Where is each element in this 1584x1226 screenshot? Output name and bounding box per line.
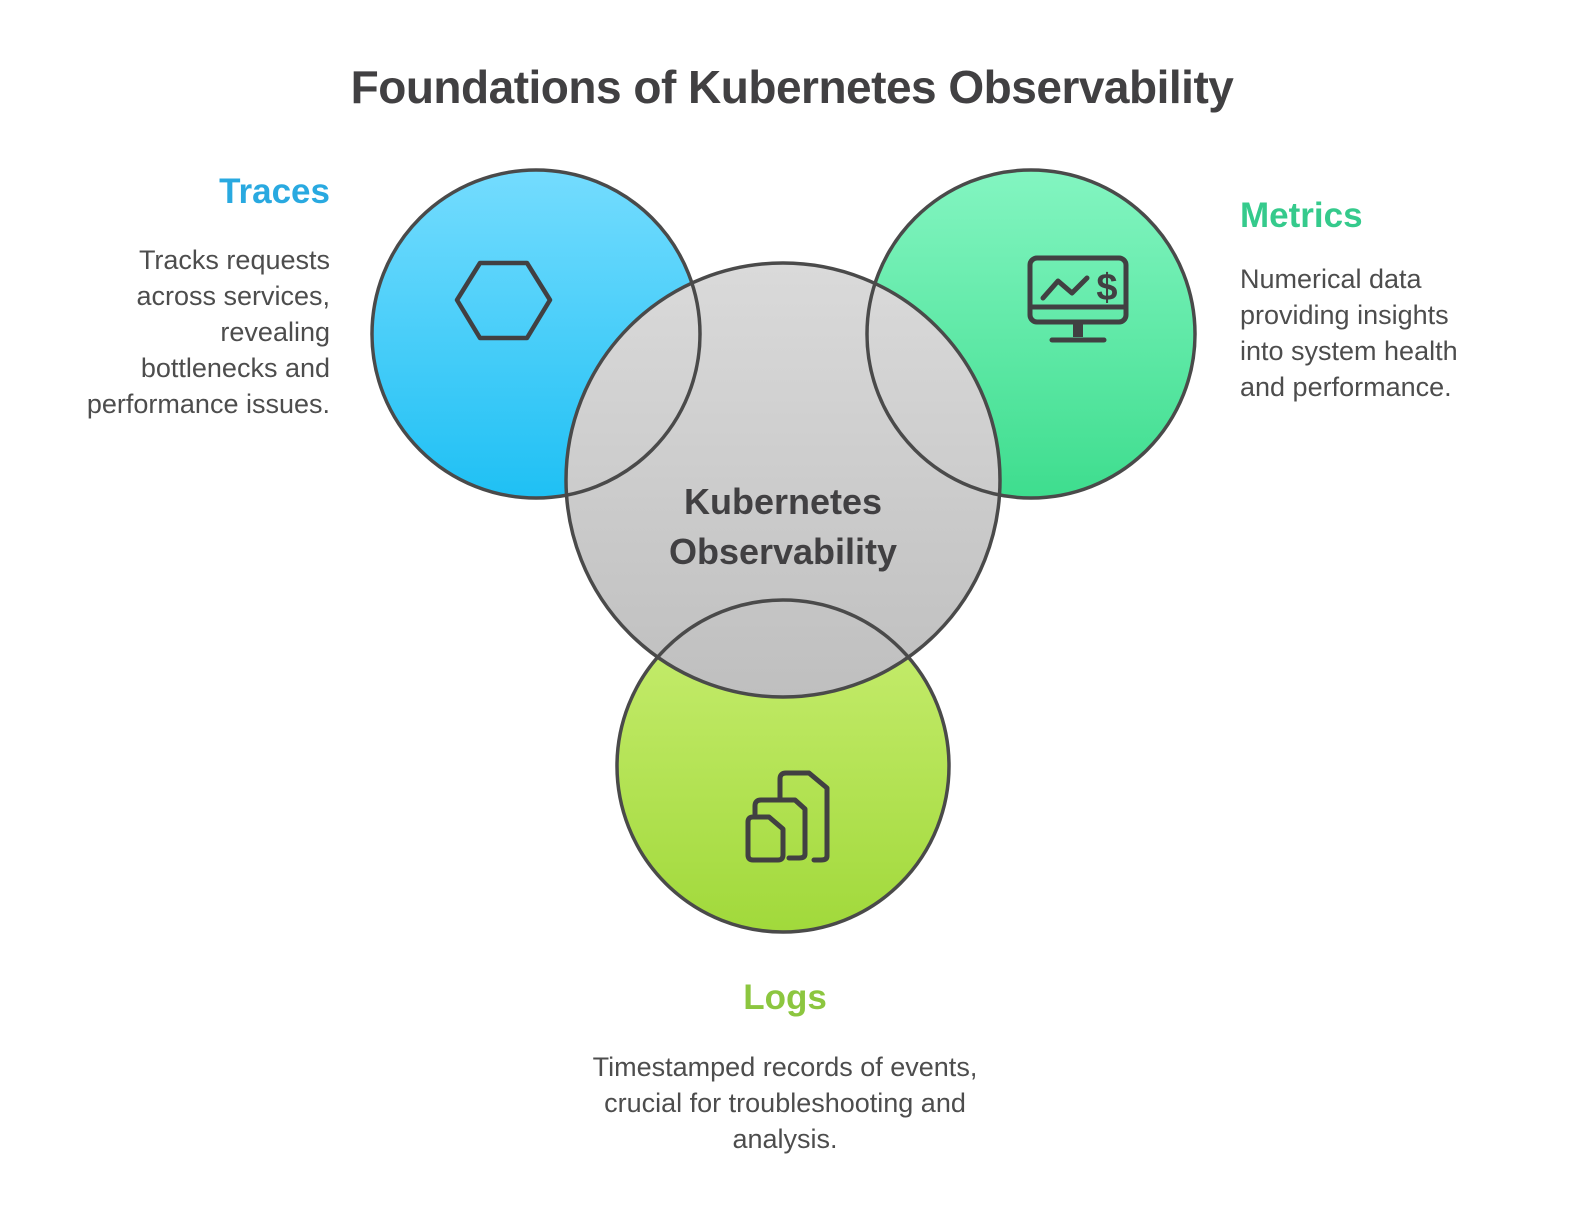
circle-outlines bbox=[370, 168, 1197, 934]
stacked-documents-icon bbox=[745, 770, 830, 863]
logs-description: Timestamped records of events, crucial f… bbox=[592, 1052, 978, 1154]
hexagon-icon bbox=[454, 260, 553, 341]
logs-circle bbox=[617, 600, 949, 932]
traces-heading: Traces bbox=[219, 172, 330, 211]
traces-description: Tracks requests across services, reveali… bbox=[86, 245, 330, 419]
page-title: Foundations of Kubernetes Observability bbox=[350, 61, 1234, 113]
center-circle-label: Kubernetes Observability bbox=[668, 481, 898, 572]
metrics-description: Numerical data providing insights into s… bbox=[1240, 264, 1458, 402]
monitor-chart-dollar-icon: $ bbox=[1027, 255, 1129, 343]
center-circle bbox=[566, 263, 1000, 697]
metrics-heading: Metrics bbox=[1240, 196, 1363, 235]
logs-heading: Logs bbox=[743, 978, 827, 1017]
dollar-glyph: $ bbox=[1096, 267, 1117, 309]
